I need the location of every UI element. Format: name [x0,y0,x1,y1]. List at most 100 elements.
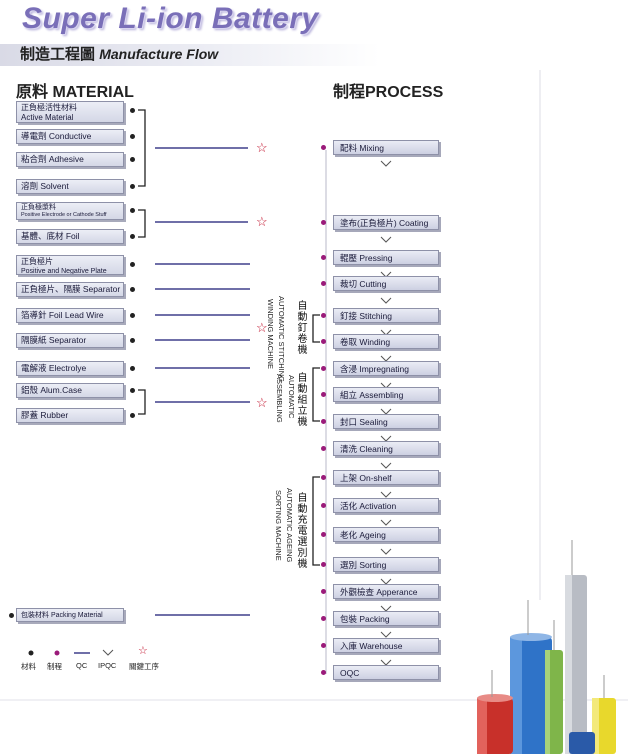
material-dot [9,613,14,618]
process-step: 包裝 Packing [333,611,439,626]
material-dot [130,388,135,393]
material-dot [130,108,135,113]
process-step: 裁切 Cutting [333,276,439,291]
machine-label-cn: 自動釘卷機 [295,300,306,355]
material-box: 膠蓋 Rubber [16,408,124,423]
machine-label-en: WINDING MACHINE [266,299,275,369]
process-dot [321,392,326,397]
material-box: 包裝材料 Packing Material [16,608,124,622]
process-dot [321,281,326,286]
page-title: Super Li-ion Battery [22,2,319,35]
machine-label-en: AUTOMATIC STITCHING [277,296,286,382]
battery-illustration [477,540,616,754]
process-dot [321,532,326,537]
key-process-star-icon: ☆ [256,320,268,335]
key-process-star-icon: ☆ [256,140,268,155]
material-box: 正負極漿料 Positive Electrode or Cathode Stuf… [16,202,124,220]
material-box: 正負極活性材料 Active Material [16,101,124,123]
material-header: 原料 MATERIAL [16,84,134,101]
material-dot [130,184,135,189]
legend-process: 制程 [47,662,62,671]
material-dot [130,413,135,418]
process-step: 清洗 Cleaning [333,441,439,456]
process-dot [321,220,326,225]
process-dot [321,145,326,150]
process-step: 釘接 Stitching [333,308,439,323]
process-dot [321,643,326,648]
machine-label-en: ASSEMBLING [275,374,284,423]
process-dot [321,503,326,508]
material-dot [130,234,135,239]
material-dot [130,313,135,318]
process-step: 含浸 Impregnating [333,361,439,376]
process-step: 塗布(正負極片) Coating [333,215,439,230]
material-box: 正負極片 Positive and Negative Plate [16,255,124,275]
process-header: 制程PROCESS [333,84,444,101]
material-label-en: Positive Electrode or Cathode Stuff [21,212,107,218]
process-dot [321,419,326,424]
process-dot [321,339,326,344]
material-dot [130,262,135,267]
material-dot [130,338,135,343]
process-dot [321,255,326,260]
material-label: 正負極漿料 [21,204,56,211]
material-box: 隔膜紙 Separator [16,333,124,348]
legend-star-icon: ☆ [138,645,148,657]
process-dot [321,446,326,451]
machine-label-en: SORTING MACHINE [274,490,283,561]
material-brackets [138,109,146,415]
material-dot [130,157,135,162]
process-dot [321,670,326,675]
process-dot [321,589,326,594]
material-label: 正負極片 [21,257,53,266]
material-box: 箔導針 Foil Lead Wire [16,308,124,323]
process-step: 輥壓 Pressing [333,250,439,265]
material-dot [130,287,135,292]
material-label: 正負極活性材料 [21,103,77,112]
material-box: 鋁殼 Alum.Case [16,383,124,398]
process-step: 配料 Mixing [333,140,439,155]
legend-symbols [28,649,114,656]
qc-lines [155,147,250,616]
legend-material: 材料 [21,662,36,671]
subtitle-cn: 制造工程圖 [20,46,96,63]
material-box: 導電劑 Conductive [16,129,124,144]
key-process-star-icon: ☆ [256,395,268,410]
process-dot [321,313,326,318]
process-dot [321,616,326,621]
subtitle: 制造工程圖 Manufacture Flow [20,44,218,65]
material-box: 正負極片、隔膜 Separator [16,282,124,297]
machine-brackets [312,314,320,566]
machine-label-en: AUTOMATIC AGEING [285,488,294,563]
legend-qc: QC [76,661,88,670]
process-dot [321,475,326,480]
process-step: 外觀檢查 Apperance [333,584,439,599]
machine-label-en: AUTOMATIC [287,375,296,419]
material-box: 溶劑 Solvent [16,179,124,194]
process-step: 老化 Ageing [333,527,439,542]
legend-ipqc: IPQC [98,661,117,670]
material-dot [130,208,135,213]
material-label-en: Active Material [21,113,74,122]
process-dot [321,562,326,567]
process-step: 上架 On-shelf [333,470,439,485]
process-dot [321,366,326,371]
material-box: 基體、底材 Foil [16,229,124,244]
material-dot [130,134,135,139]
material-dot [130,366,135,371]
subtitle-band [0,44,380,66]
process-step: 活化 Activation [333,498,439,513]
process-step: OQC [333,665,439,680]
process-step: 卷取 Winding [333,334,439,349]
machine-label-cn: 自動充電選別機 [295,492,306,569]
key-process-star-icon: ☆ [256,214,268,229]
process-step: 組立 Assembling [333,387,439,402]
subtitle-en: Manufacture Flow [99,46,219,62]
material-box: 粘合劑 Adhesive [16,152,124,167]
legend-key-process: 關鍵工序 [129,662,159,671]
material-box: 電解液 Electrolye [16,361,124,376]
material-label-en: Positive and Negative Plate [21,268,107,275]
process-step: 封口 Sealing [333,414,439,429]
process-step: 選別 Sorting [333,557,439,572]
